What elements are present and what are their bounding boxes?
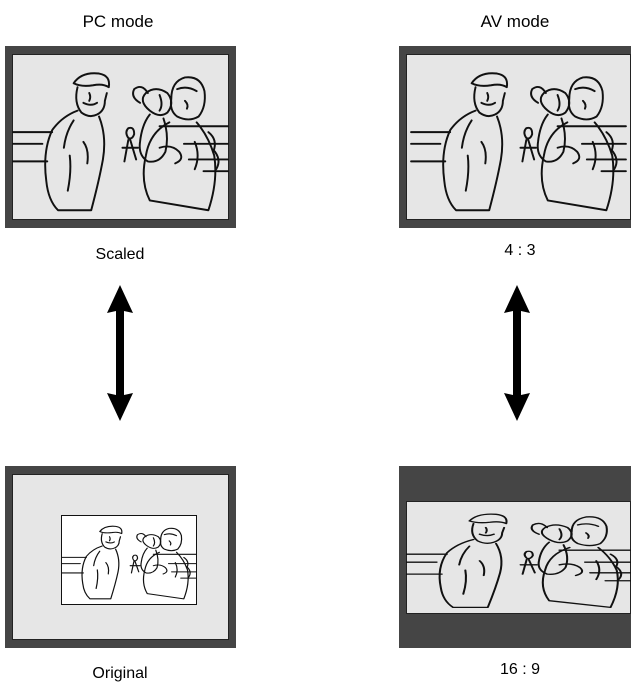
av-16-9-screen bbox=[399, 466, 631, 648]
av-16-9-label: 16 : 9 bbox=[460, 661, 580, 679]
pc-mode-heading: PC mode bbox=[58, 12, 178, 32]
pc-scaled-picture bbox=[12, 54, 229, 220]
scene-illustration bbox=[406, 501, 631, 614]
av-4-3-picture bbox=[406, 54, 631, 220]
pc-scaled-label: Scaled bbox=[60, 246, 180, 264]
av-4-3-screen bbox=[399, 46, 631, 228]
double-arrow-icon bbox=[105, 285, 135, 421]
pc-original-picture bbox=[12, 474, 229, 640]
av-16-9-picture bbox=[406, 501, 631, 614]
original-size-image bbox=[62, 516, 196, 604]
scene-illustration bbox=[12, 54, 229, 220]
pc-scaled-screen bbox=[5, 46, 236, 228]
av-mode-heading: AV mode bbox=[455, 12, 575, 32]
scene-illustration bbox=[62, 516, 196, 604]
av-4-3-label: 4 : 3 bbox=[460, 242, 580, 260]
pc-original-screen bbox=[5, 466, 236, 648]
pc-original-label: Original bbox=[60, 665, 180, 683]
scene-illustration bbox=[406, 54, 631, 220]
double-arrow-icon bbox=[502, 285, 532, 421]
